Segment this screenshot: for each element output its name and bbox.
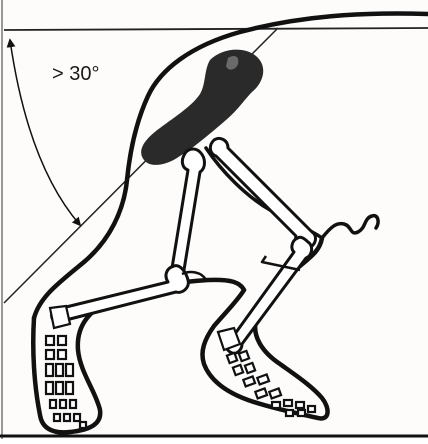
angle-label: > 30° <box>52 63 99 85</box>
